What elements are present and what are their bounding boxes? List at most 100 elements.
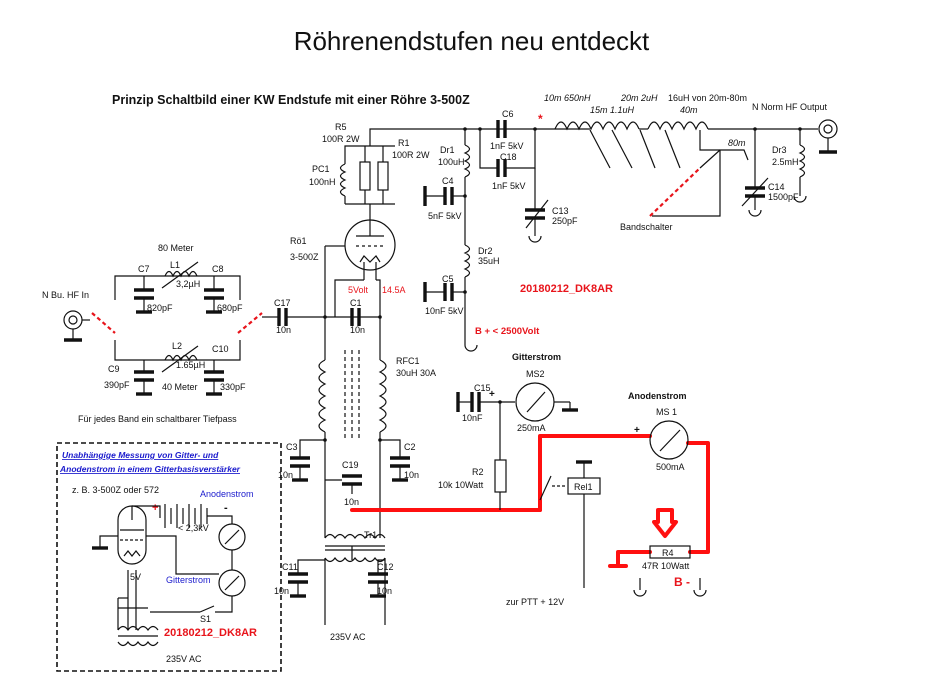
tap-80m: 80m: [728, 138, 746, 148]
inset-grid-label: Gitterstrom: [166, 575, 211, 585]
inset-minus: -: [224, 502, 228, 514]
c18-value: 1nF 5kV: [492, 181, 526, 191]
c12-label: C12: [377, 562, 394, 572]
c18-label: C18: [500, 152, 517, 162]
ms2-plus: +: [489, 389, 495, 400]
c14-label: C14: [768, 182, 785, 192]
ms1-value: 500mA: [656, 462, 685, 472]
tr1-label: Tr1: [364, 530, 377, 540]
ptt-label: zur PTT + 12V: [506, 597, 564, 607]
ms2-value: 250mA: [517, 423, 546, 433]
page-title: Röhrenendstufen neu entdeckt: [293, 26, 650, 56]
dr1-label: Dr1: [440, 145, 455, 155]
inset-anode-label: Anodenstrom: [200, 489, 254, 499]
c4-label: C4: [442, 176, 454, 186]
c8-value: 680pF: [217, 303, 243, 313]
c9-value: 390pF: [104, 380, 130, 390]
output-coupling: [478, 120, 549, 243]
c2-label: C2: [404, 442, 416, 452]
lowpass-40m: [134, 345, 224, 396]
rel1-label: Rel1: [574, 482, 593, 492]
inset-author: 20180212_DK8AR: [164, 627, 257, 639]
r2-label: R2: [472, 467, 484, 477]
filament-current: 14.5A: [382, 285, 406, 295]
anode-current-meter: [633, 420, 707, 597]
inset-s1: S1: [200, 614, 211, 624]
c9-label: C9: [108, 364, 120, 374]
c1-value: 10n: [350, 325, 365, 335]
c11-label: C11: [282, 562, 298, 572]
l2-label: L2: [172, 341, 182, 351]
attention-arrow: [652, 508, 678, 538]
filament-voltage: 5Volt: [348, 285, 369, 295]
diagram-subtitle: Prinzip Schaltbild einer KW Endstufe mit…: [112, 93, 470, 107]
rfc1-label: RFC1: [396, 356, 420, 366]
parasitic-suppressor: [339, 128, 590, 220]
lowpass-80m: [134, 261, 224, 314]
inset-circuit: [92, 504, 246, 647]
l2-value: 1.65µH: [176, 360, 205, 370]
grid-current-meter: [456, 382, 578, 510]
ptt-relay: [539, 460, 601, 588]
band-40m-label: 40 Meter: [162, 382, 198, 392]
c12-value: 10n: [377, 586, 392, 596]
l1-value: 3,2µH: [176, 279, 200, 289]
input-connector: [63, 310, 83, 342]
c19-label: C19: [342, 460, 359, 470]
r4-label: R4: [662, 548, 674, 558]
dr3-label: Dr3: [772, 145, 787, 155]
c15-value: 10nF: [462, 413, 483, 423]
r5-label: R5: [335, 122, 347, 132]
c7-label: C7: [138, 264, 150, 274]
author-tag-main: 20180212_DK8AR: [520, 283, 613, 295]
c4-value: 5nF 5kV: [428, 211, 462, 221]
tap-10m: 10m 650nH: [544, 93, 591, 103]
input-switch: [91, 312, 116, 334]
dr2-value: 35uH: [478, 256, 500, 266]
band-switch: [649, 167, 701, 217]
c6-value: 1nF 5kV: [490, 141, 524, 151]
tap-20m: 20m 2uH: [620, 93, 658, 103]
pc1-value: 100nH: [309, 177, 336, 187]
c7-value: 820pF: [147, 303, 173, 313]
cathode-meter-line: [538, 434, 652, 512]
b-minus-label: B -: [674, 575, 690, 589]
ms1-plus: +: [634, 425, 640, 436]
c6-label: C6: [502, 109, 514, 119]
dr1-value: 100uH: [438, 157, 465, 167]
anode-current-title: Anodenstrom: [628, 391, 687, 401]
c10-label: C10: [212, 344, 229, 354]
r1-label: R1: [398, 138, 410, 148]
c15-label: C15: [474, 383, 491, 393]
c13-label: C13: [552, 206, 569, 216]
tube-3-500z: [330, 219, 396, 280]
dr3-value: 2.5mH: [772, 157, 799, 167]
r5-value: 100R 2W: [322, 134, 360, 144]
hv-supply-label: B + < 2500Volt: [475, 326, 540, 337]
inset-tube-note: z. B. 3-500Z oder 572: [72, 485, 159, 495]
c17-label: C17: [274, 298, 291, 308]
r4-value: 47R 10Watt: [642, 561, 690, 571]
tap-16u: 16uH von 20m-80m: [668, 93, 747, 103]
ms1-label: MS 1: [656, 407, 677, 417]
bandswitch-label: Bandschalter: [620, 222, 673, 232]
c14-value: 1500pF: [768, 192, 799, 202]
mains-label: 235V AC: [330, 632, 366, 642]
dr2-label: Dr2: [478, 246, 493, 256]
filament-chokes: [290, 317, 410, 515]
lowpass-note: Für jedes Band ein schaltbarer Tiefpass: [78, 414, 237, 424]
c13-value: 250pF: [552, 216, 578, 226]
tap-marker: *: [538, 112, 543, 126]
inset-title-1: Unabhängige Messung von Gitter- und: [62, 450, 219, 460]
band-80m-label: 80 Meter: [158, 243, 194, 253]
c5-value: 10nF 5kV: [425, 306, 464, 316]
inset-voltage: < 2,3kV: [178, 523, 209, 533]
output-filter-switch: [237, 312, 263, 334]
ro1-value: 3-500Z: [290, 252, 319, 262]
tap-15m: 15m 1.1uH: [590, 105, 635, 115]
output-label: N Norm HF Output: [752, 102, 828, 112]
input-label: N Bu. HF In: [42, 290, 89, 300]
l1-label: L1: [170, 260, 180, 270]
